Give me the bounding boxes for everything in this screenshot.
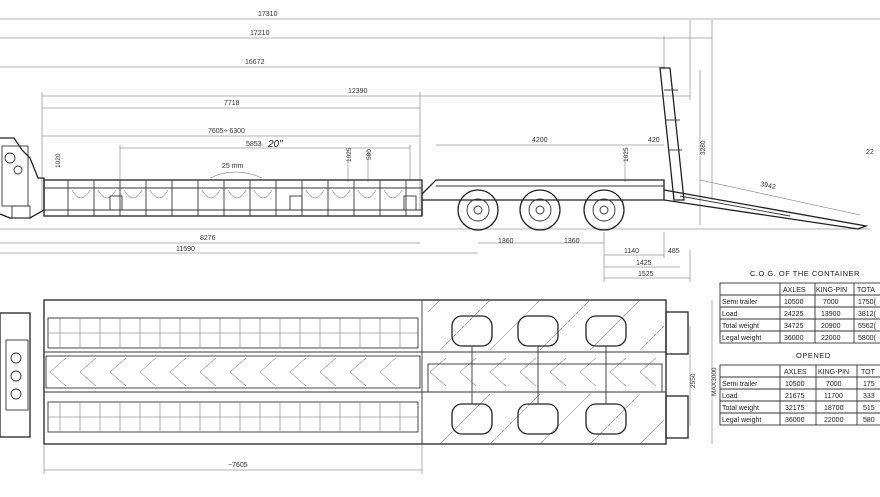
dim-12390: 12390	[348, 88, 368, 95]
opened-cell: 32175	[785, 405, 805, 412]
opened-row-label: Total weight	[722, 405, 759, 412]
side-view: 3942	[0, 67, 870, 231]
opened-cell: 580	[863, 417, 875, 424]
dim-4200: 4200	[532, 137, 548, 144]
cog-header-kingpin: KING-PIN	[816, 287, 847, 294]
cog-cell: 10500	[784, 299, 804, 306]
opened-row-label: Legal weight	[722, 417, 761, 424]
cog-cell: 3812(	[858, 311, 877, 318]
cog-cell: 22000	[821, 335, 841, 342]
top-dimension-lines	[0, 18, 880, 210]
dim-1140: 1140	[624, 248, 639, 255]
dim-7605-top: ~7605	[228, 462, 248, 469]
dim-25mm: 25 mm	[222, 163, 244, 170]
cog-row-label: Semi trailer	[722, 299, 758, 306]
cog-cell: 34725	[784, 323, 804, 330]
opened-cell: 175	[863, 381, 875, 388]
cog-row-label: Total weight	[722, 323, 759, 330]
opened-header-total: TOT	[861, 369, 876, 376]
cog-header-total: TOTA	[857, 287, 875, 294]
cog-table: C.O.G. OF THE CONTAINER AXLES KING-PIN T…	[719, 269, 880, 344]
dim-485: 485	[668, 248, 680, 255]
dim-1025-a: 1025	[346, 147, 353, 162]
opened-header-axles: AXLES	[784, 369, 807, 376]
opened-table: OPENED AXLES KING-PIN TOT Semi trailer 1…	[719, 351, 880, 426]
opened-cell: 515	[863, 405, 875, 412]
dim-17310: 17310	[258, 11, 278, 18]
dim-1425: 1425	[636, 260, 652, 267]
dim-3280: 3280	[700, 140, 707, 155]
dim-8276: 8276	[200, 235, 216, 242]
dim-1360-a: 1360	[498, 238, 514, 245]
cog-cell: 20900	[821, 323, 841, 330]
opened-cell: 36000	[785, 417, 805, 424]
dim-max3000: MAX3000	[711, 367, 718, 396]
cog-cell: 13900	[821, 311, 841, 318]
dim-2550: 2550	[690, 373, 697, 388]
opened-cell: 22000	[824, 417, 844, 424]
cog-table-title: C.O.G. OF THE CONTAINER	[750, 269, 860, 278]
top-view	[0, 299, 713, 474]
dim-ramp-3942: 3942	[760, 181, 777, 191]
dim-1360-b: 1360	[564, 238, 580, 245]
cog-row-label: Legal weight	[722, 335, 761, 342]
dim-17210: 17210	[250, 30, 270, 37]
cog-cell: 5800(	[858, 335, 877, 342]
dim-7718: 7718	[224, 100, 240, 107]
opened-cell: 11700	[824, 393, 843, 400]
dim-7605-6300: 7605÷ 6300	[208, 128, 245, 135]
opened-cell: 21675	[785, 393, 805, 400]
dim-1020: 1020	[55, 153, 62, 168]
dim-22: 22	[866, 149, 874, 156]
dim-420: 420	[648, 137, 660, 144]
cog-header-axles: AXLES	[783, 287, 806, 294]
cog-row-label: Load	[722, 311, 738, 318]
dim-11590: 11590	[176, 246, 195, 253]
opened-cell: 18700	[824, 405, 844, 412]
container-size-label: 20"	[267, 139, 283, 150]
opened-row-label: Load	[722, 393, 738, 400]
opened-header-kingpin: KING-PIN	[818, 369, 849, 376]
top-wheels	[451, 315, 627, 435]
dim-16672: 16672	[245, 59, 265, 66]
opened-table-title: OPENED	[796, 351, 831, 360]
opened-cell: 333	[863, 393, 875, 400]
dim-5853: 5853	[246, 141, 262, 148]
side-wheels	[457, 189, 625, 231]
opened-row-label: Semi trailer	[722, 381, 758, 388]
cog-cell: 5562(	[858, 323, 877, 330]
dim-1525: 1525	[638, 271, 654, 278]
cog-cell: 24225	[784, 311, 804, 318]
opened-cell: 10500	[785, 381, 805, 388]
dim-1025-b: 1025	[623, 147, 630, 162]
cog-cell: 7000	[823, 299, 839, 306]
opened-cell: 7000	[826, 381, 842, 388]
cog-cell: 36000	[784, 335, 804, 342]
dim-580: 580	[366, 149, 373, 160]
side-bottom-dims	[0, 232, 691, 282]
cog-cell: 1750(	[858, 299, 877, 306]
